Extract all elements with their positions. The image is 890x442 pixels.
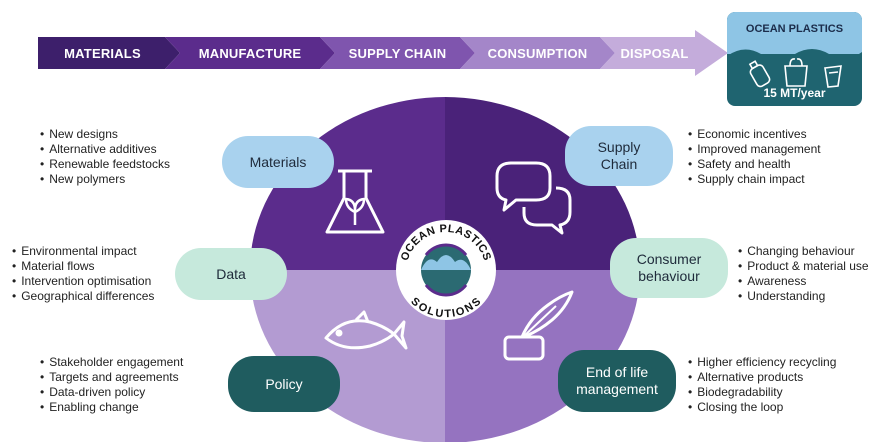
list-item: Understanding (738, 289, 869, 304)
list-item: Improved management (688, 142, 820, 157)
supply-chain-label-1: Supply (597, 139, 641, 155)
plastic-waste-icons (748, 58, 842, 88)
list-item: Environmental impact (12, 244, 154, 259)
bag-icon (784, 58, 808, 87)
supply-chain-list: Economic incentives Improved management … (688, 127, 821, 187)
list-item: Safety and health (688, 157, 821, 172)
data-pill: Data (175, 248, 287, 300)
speech-bubbles-icon (495, 161, 572, 235)
center-logo: OCEAN PLASTICS SOLUTIONS (396, 220, 496, 320)
policy-pill: Policy (228, 356, 340, 412)
list-item: Changing behaviour (738, 244, 869, 259)
stage-consumption: CONSUMPTION (487, 45, 588, 61)
list-item: Awareness (738, 274, 869, 289)
list-item: Material flows (12, 259, 154, 274)
fish-icon (324, 310, 408, 350)
stage-supply-chain-shape (320, 37, 475, 69)
end-of-life-label-2: management (576, 381, 658, 397)
consumer-list: Changing behaviour Product & material us… (738, 244, 869, 304)
data-label: Data (216, 265, 246, 282)
ocean-sky (727, 12, 862, 54)
process-chain-arrows (38, 30, 728, 76)
list-item: Alternative products (688, 370, 836, 385)
materials-label: Materials (249, 153, 307, 170)
supply-chain-label-2: Chain (600, 156, 638, 172)
policy-list: Stakeholder engagement Targets and agree… (40, 355, 183, 415)
consumer-label-1: Consumer (636, 251, 702, 267)
ocean-plastics-value: 15 MT/year (763, 86, 826, 100)
stage-manufacture: MANUFACTURE (198, 45, 302, 61)
stage-disposal-shape (600, 30, 728, 76)
end-of-life-list: Higher efficiency recycling Alternative … (688, 355, 836, 415)
list-item: Stakeholder engagement (40, 355, 183, 370)
bottle-icon (748, 60, 771, 88)
end-of-life-pill: End of life management (558, 350, 676, 412)
cup-icon (824, 65, 842, 88)
list-item: Product & material use (738, 259, 868, 274)
stage-supply-chain: SUPPLY CHAIN (348, 45, 447, 61)
list-item: Geographical differences (12, 289, 154, 304)
list-item: Intervention optimisation (12, 274, 154, 289)
list-item: Enabling change (40, 400, 183, 415)
supply-chain-pill: Supply Chain (565, 126, 673, 186)
list-item: Closing the loop (688, 400, 836, 415)
stage-materials: MATERIALS (64, 45, 141, 61)
materials-pill: Materials (222, 136, 334, 188)
quill-ink-icon (503, 290, 574, 361)
end-of-life-label-1: End of life (585, 364, 649, 380)
quadrant-bottom-left (250, 270, 445, 442)
quadrant-top-left (250, 97, 445, 270)
list-item: Alternative additives (40, 142, 170, 157)
stage-disposal: DISPOSAL (620, 45, 689, 61)
list-item: New polymers (40, 172, 170, 187)
list-item: Targets and agreements (40, 370, 183, 385)
list-item: Data-driven policy (40, 385, 183, 400)
consumer-label-2: behaviour (638, 268, 700, 284)
materials-list: New designs Alternative additives Renewa… (40, 127, 170, 187)
stage-consumption-shape (460, 37, 615, 69)
list-item: Supply chain impact (688, 172, 821, 187)
list-item: New designs (40, 127, 170, 142)
list-item: Economic incentives (688, 127, 821, 142)
stage-materials-shape (38, 37, 180, 69)
ocean-plastics-title: OCEAN PLASTICS (745, 23, 844, 35)
list-item: Higher efficiency recycling (688, 355, 836, 370)
ocean-plastics-box: OCEAN PLASTICS 15 MT/year (727, 12, 862, 106)
wave-shape (727, 49, 862, 66)
stage-manufacture-shape (165, 37, 335, 69)
quadrant-top-right (445, 97, 640, 270)
data-list: Environmental impact Material flows Inte… (12, 244, 154, 304)
consumer-behaviour-pill: Consumer behaviour (610, 238, 728, 298)
list-item: Renewable feedstocks (40, 157, 170, 172)
policy-label: Policy (265, 375, 303, 392)
list-item: Biodegradability (688, 385, 836, 400)
flask-plant-icon (325, 169, 385, 234)
